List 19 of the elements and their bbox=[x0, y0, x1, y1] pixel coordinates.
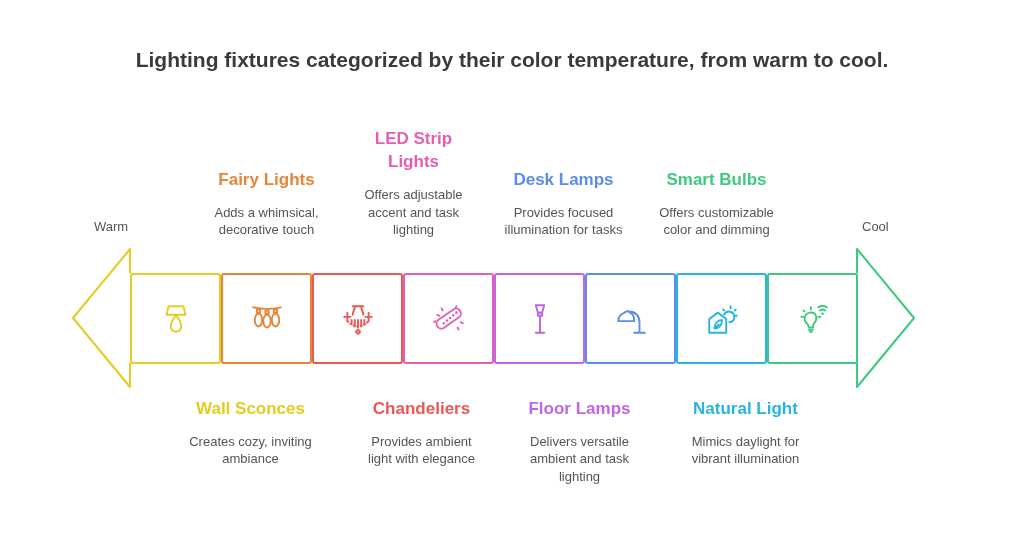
fixture-description: Mimics daylight for vibrant illumination bbox=[690, 432, 801, 469]
fixture-description: Creates cozy, inviting ambiance bbox=[188, 432, 313, 469]
fixture-name: Desk Lamps bbox=[512, 168, 615, 191]
fixture-description: Provides focused illumination for tasks bbox=[503, 203, 624, 239]
fixture-name: Wall Sconces bbox=[195, 398, 306, 420]
fixture-name: Natural Light bbox=[692, 398, 799, 420]
fixture-description: Delivers versatile ambient and task lighting bbox=[529, 432, 630, 486]
fixture-name: Floor Lamps bbox=[527, 398, 632, 420]
fixture-name: LED Strip Lights bbox=[373, 128, 454, 174]
scale-end-label: Cool bbox=[862, 219, 889, 234]
fixture-description: Provides ambient light with elegance bbox=[367, 432, 476, 469]
title: Lighting fixtures categorized by their color temperature, from warm to cool. bbox=[134, 48, 890, 72]
fixture-description: Adds a whimsical, decorative touch bbox=[213, 203, 320, 239]
fixture-description: Offers adjustable accent and task lighting bbox=[363, 186, 464, 239]
scale-end-label: Warm bbox=[94, 219, 129, 234]
fixture-name: Chandeliers bbox=[371, 398, 472, 420]
fixture-description: Offers customizable color and dimming bbox=[658, 203, 775, 239]
fixture-name: Fairy Lights bbox=[217, 168, 316, 191]
fixture-name: Smart Bulbs bbox=[665, 168, 768, 191]
